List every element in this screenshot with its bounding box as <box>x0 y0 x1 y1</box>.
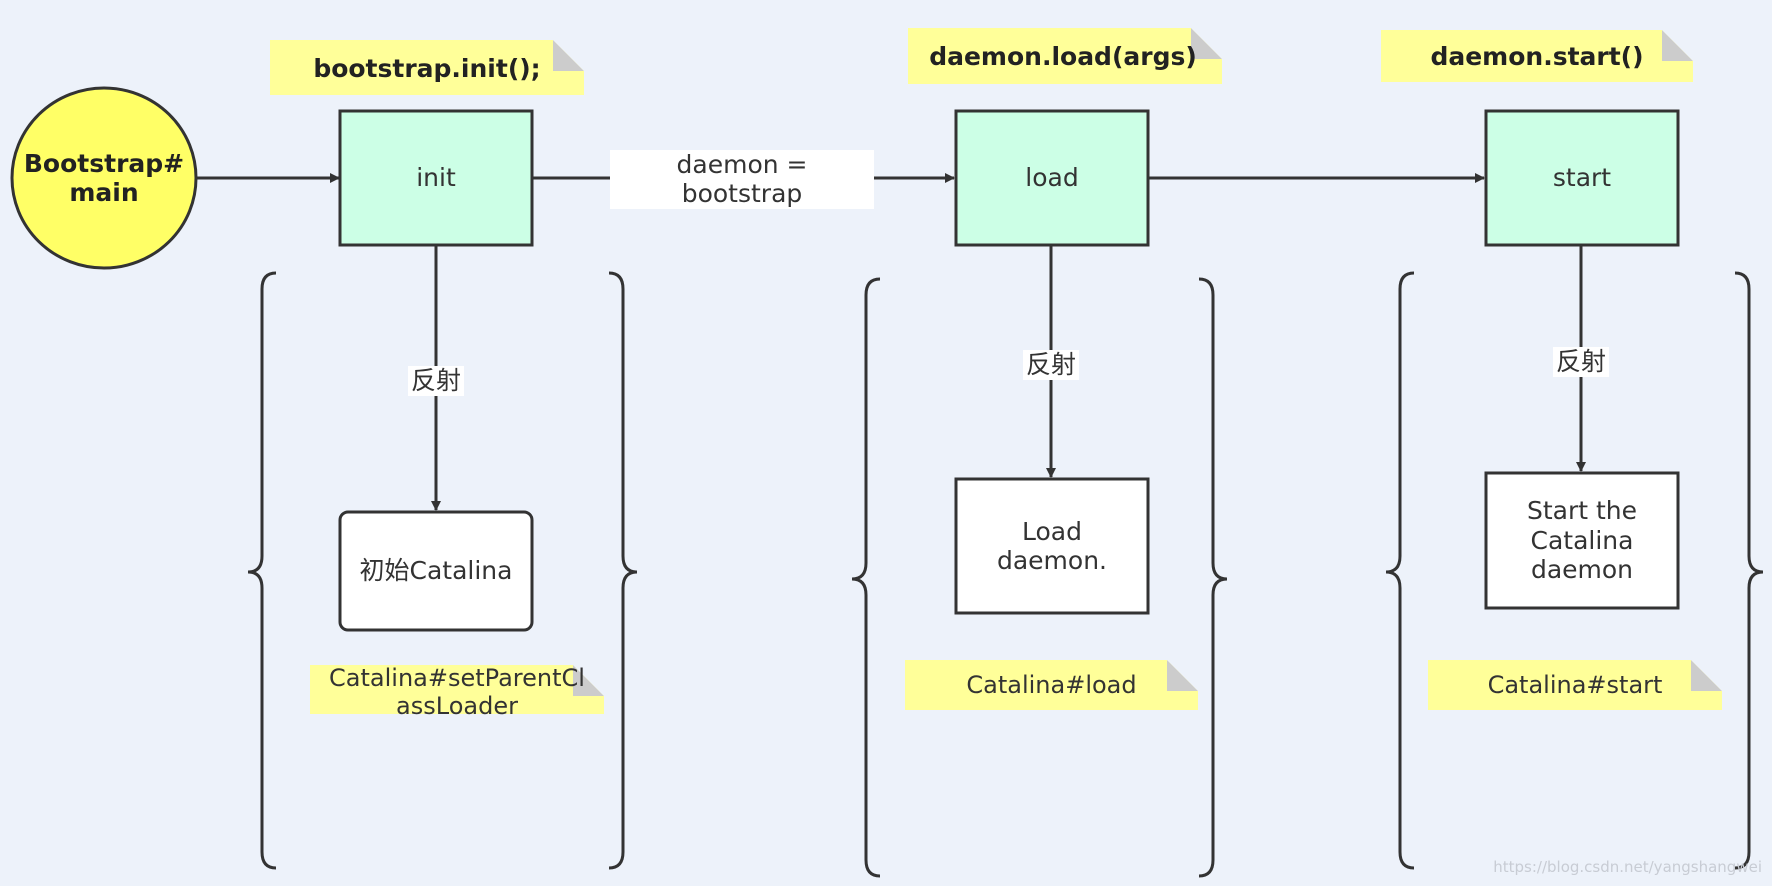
watermark: https://blog.csdn.net/yangshangwei <box>1493 858 1762 877</box>
step-node-load-box <box>954 109 1150 247</box>
edge-start-label-wrap: 反射 <box>1531 345 1631 379</box>
result-node-load-label: Load daemon. <box>996 516 1107 576</box>
code-note-start-text: daemon.start() <box>1430 42 1644 72</box>
method-note-load-text: Catalina#load <box>966 670 1137 699</box>
code-note-start <box>1381 30 1693 82</box>
code-note-init <box>270 40 584 95</box>
code-note-init-text: bootstrap.init(); <box>313 54 541 84</box>
brace-group-init <box>247 271 638 870</box>
start-node-label: Bootstrap# main <box>23 148 185 208</box>
right-brace-init <box>608 271 638 870</box>
right-brace-load <box>1198 277 1228 878</box>
result-node-init-label: 初始Catalina <box>359 556 513 586</box>
step-node-init-box <box>338 109 534 247</box>
left-brace-init <box>247 271 277 870</box>
step-node-load-label: load <box>1025 163 1079 193</box>
result-node-start-label: Start the Catalina daemon <box>1526 496 1638 585</box>
method-note-init <box>310 665 604 714</box>
result-node-start-box <box>1484 471 1680 610</box>
result-node-init-box <box>338 510 534 632</box>
method-note-start-text: Catalina#start <box>1487 670 1663 699</box>
method-note-init-text: Catalina#setParentCl assLoader <box>329 663 585 720</box>
step-node-start-label: start <box>1552 163 1612 193</box>
edge-init-to-load-label: daemon = bootstrap <box>610 149 874 209</box>
code-note-load-text: daemon.load(args) <box>929 42 1197 72</box>
edge-start-reflection-label: 反射 <box>1552 347 1609 377</box>
brace-group-start <box>1385 271 1764 870</box>
method-note-start <box>1428 660 1722 710</box>
left-brace-load <box>851 277 881 878</box>
code-note-load <box>908 28 1222 84</box>
edge-init-label-wrap: 反射 <box>386 364 486 398</box>
edge-load-label-wrap: 反射 <box>1001 348 1101 382</box>
right-brace-start <box>1734 271 1764 870</box>
result-node-load-box <box>954 477 1150 615</box>
step-node-start-box <box>1484 109 1680 247</box>
edge-init-reflection-label: 反射 <box>407 366 464 396</box>
start-node-circle <box>10 86 198 270</box>
brace-group-load <box>851 277 1228 878</box>
edge-init-to-load-label-wrap: daemon = bootstrap <box>610 149 874 209</box>
left-brace-start <box>1385 271 1415 870</box>
method-note-load <box>905 660 1198 710</box>
edge-load-reflection-label: 反射 <box>1022 350 1079 380</box>
step-node-init-label: init <box>416 163 456 193</box>
